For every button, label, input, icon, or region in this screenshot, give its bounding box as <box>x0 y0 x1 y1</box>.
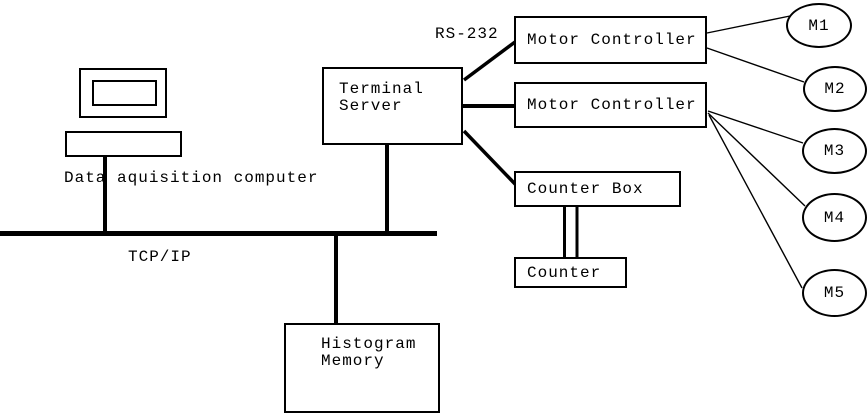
mc2-to-m3-line <box>707 110 804 144</box>
rs232-link-label: RS-232 <box>435 25 499 43</box>
tcpip-bus-label: TCP/IP <box>128 248 192 266</box>
mc2-to-m4-line <box>707 112 806 207</box>
motor-m4-label: M4 <box>823 208 846 227</box>
motor-controller-1-label: Motor Controller <box>527 31 697 49</box>
motor-m5-label: M5 <box>823 284 846 302</box>
counter-label: Counter <box>527 263 602 282</box>
daq-computer-caption: Data aquisition computer <box>64 169 319 187</box>
motor-m5-node: M5 <box>802 269 867 317</box>
mc2-to-m5-line <box>708 114 803 289</box>
motor-m1-label: M1 <box>808 16 830 35</box>
terminal-server-label-line2: Server <box>339 97 403 115</box>
motor-m1-node: M1 <box>786 3 852 48</box>
histogram-memory-box: Histogram Memory <box>284 323 440 413</box>
terminal-server-box: Terminal Server <box>322 67 463 145</box>
motor-m3-node: M3 <box>802 128 867 174</box>
ts-to-mc1-line <box>462 40 517 82</box>
mc1-to-m2-line <box>706 47 805 83</box>
monitor-screen-icon <box>92 80 157 106</box>
motor-m3-label: M3 <box>823 142 846 160</box>
motor-m2-node: M2 <box>803 66 867 112</box>
counter-box-label: Counter Box <box>527 180 644 198</box>
histogram-memory-label-line1: Histogram <box>321 335 417 353</box>
motor-controller-1-box: Motor Controller <box>514 16 707 64</box>
motor-controller-2-box: Motor Controller <box>514 82 707 128</box>
ts-to-counterbox-line <box>462 129 518 187</box>
terminal-server-label-line1: Terminal <box>339 80 424 98</box>
motor-m2-label: M2 <box>824 80 846 98</box>
histogram-memory-label-line2: Memory <box>321 352 385 370</box>
counter-box: Counter <box>514 257 627 288</box>
computer-keyboard-icon <box>65 131 182 157</box>
motor-m4-node: M4 <box>802 193 867 242</box>
motor-controller-2-label: Motor Controller <box>527 96 697 114</box>
mc1-to-m1-line <box>706 15 791 34</box>
counter-box-box: Counter Box <box>514 171 681 207</box>
